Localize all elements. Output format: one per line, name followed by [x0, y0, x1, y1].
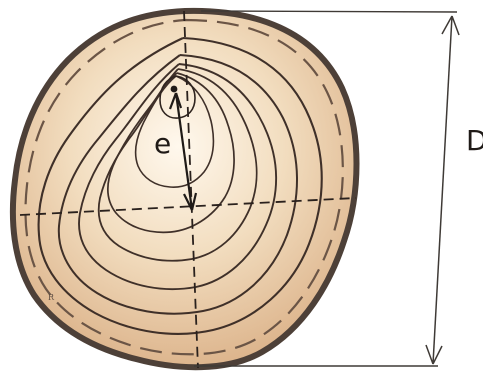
diameter-dimension-line [433, 16, 452, 364]
signature-mark: R [48, 293, 55, 302]
pith-point [171, 86, 178, 93]
diameter-top-extension [201, 11, 457, 12]
eccentricity-label: e [154, 127, 171, 160]
diameter-label: D [466, 124, 483, 157]
